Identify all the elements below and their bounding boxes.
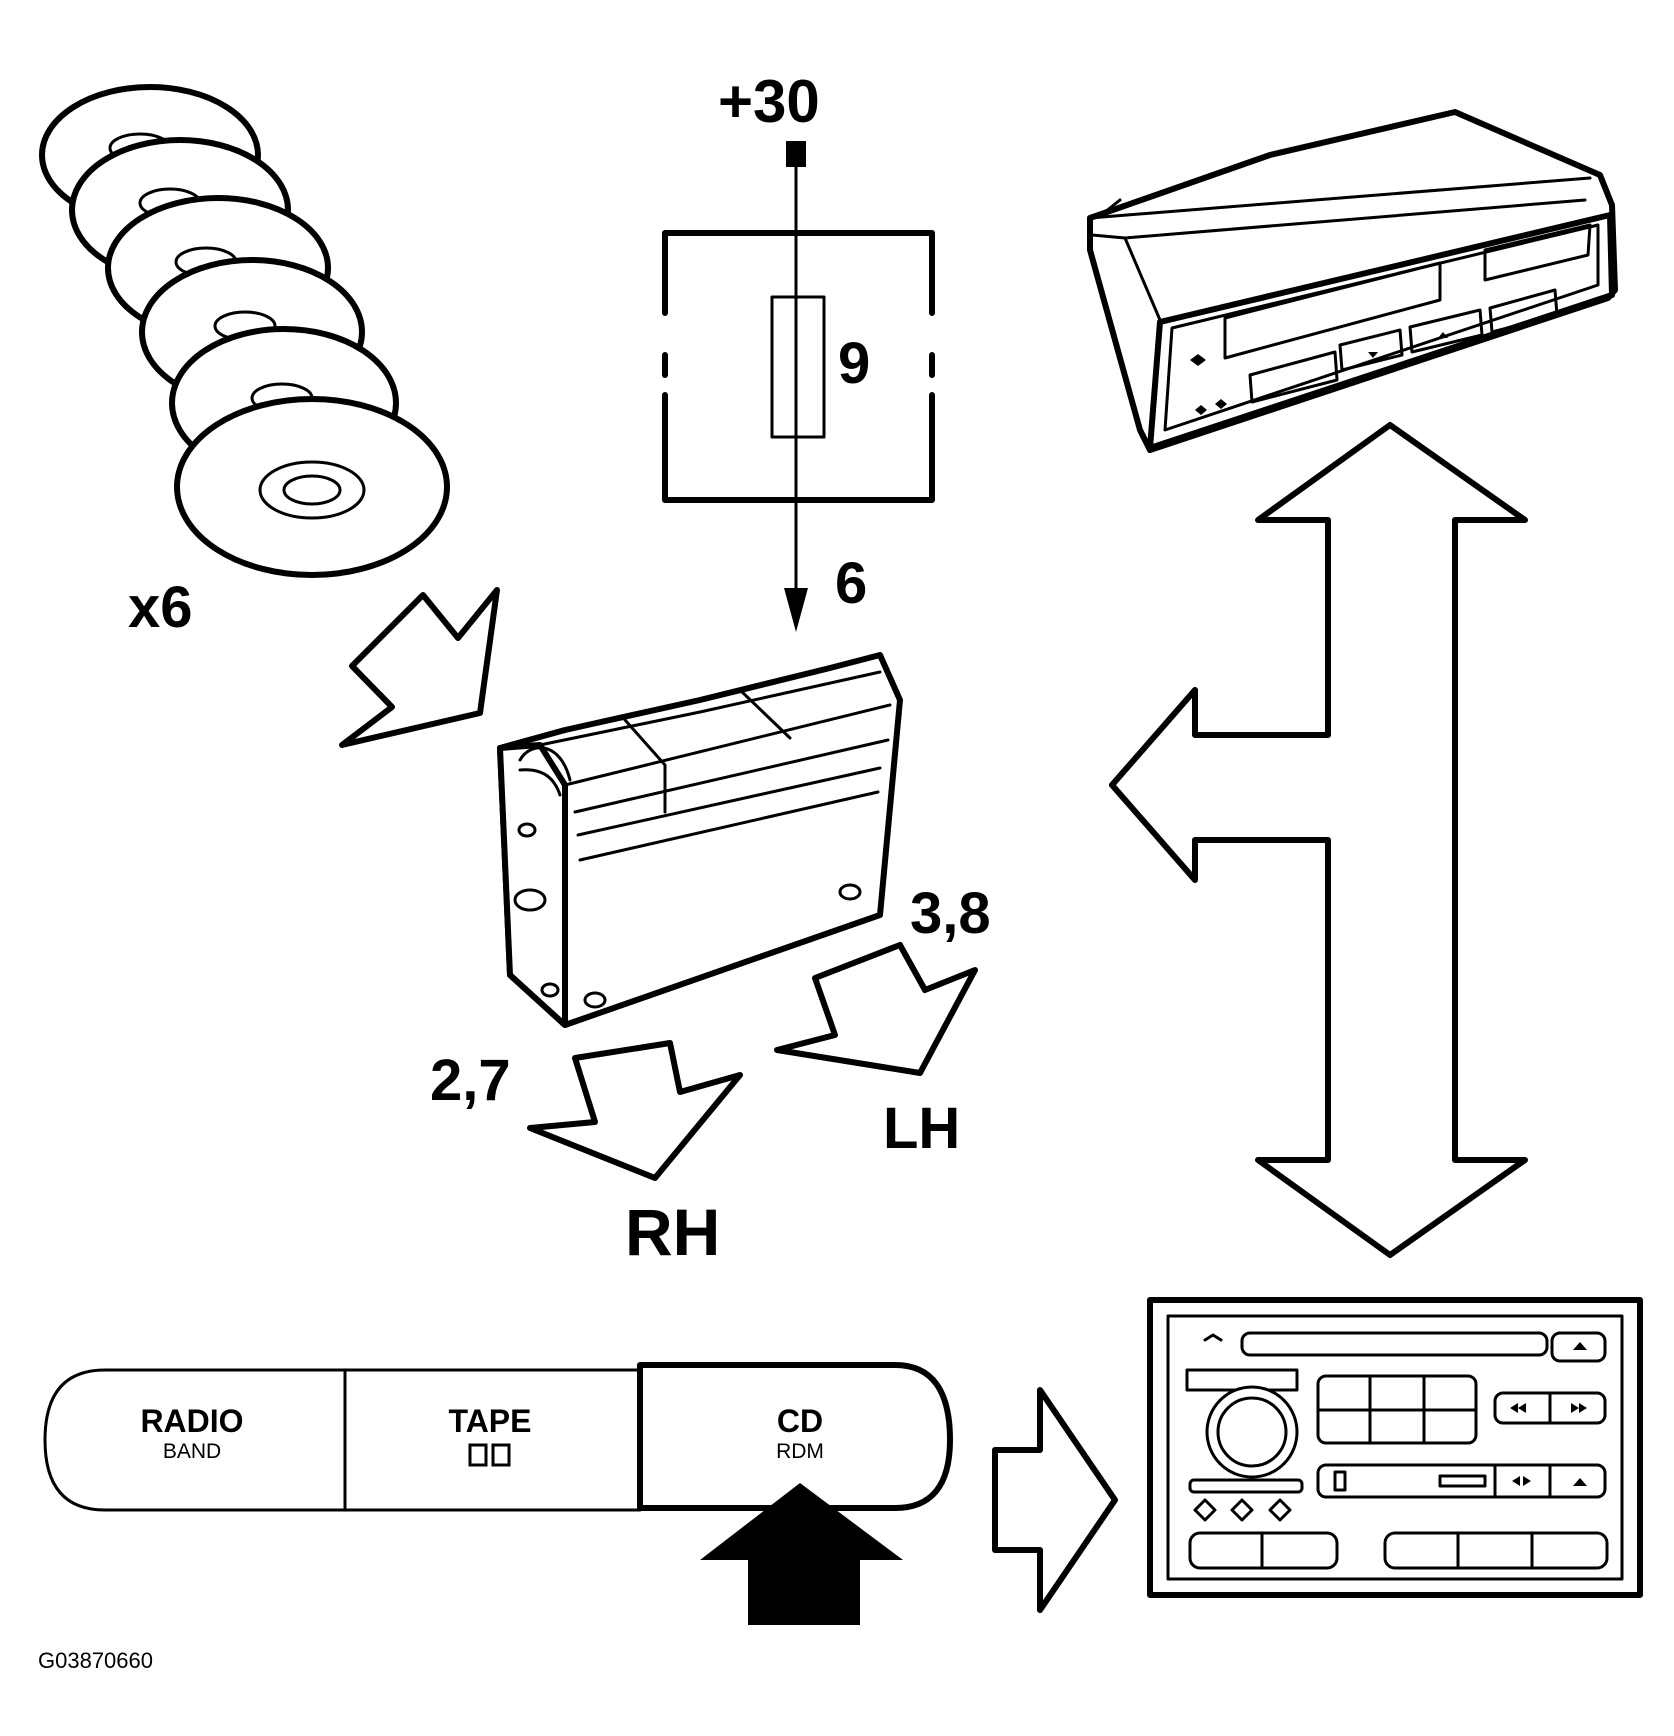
bidirectional-arrow [1109,422,1528,1258]
right-output-arrow [527,1040,743,1181]
left-output-arrow [774,942,978,1076]
right-side-label: RH [625,1195,720,1269]
cd-disc [174,396,450,578]
radio-button[interactable]: RADIO BAND [140,1403,243,1463]
right-pins-label: 2,7 [430,1048,511,1113]
radio-unit [1087,109,1618,453]
tape-button[interactable]: TAPE [449,1403,532,1467]
power-pin-label: 6 [835,551,867,616]
dolby-icon [468,1443,511,1467]
head-unit-panel [1147,1297,1643,1598]
power-wire-arrowhead [784,588,808,632]
cd-discs-stack [39,84,450,578]
fuse [770,295,826,439]
fuse-number-label: 9 [838,331,870,396]
supply-terminal [786,141,806,167]
press-arrow [700,1483,903,1625]
radio-button-label: RADIO [140,1403,243,1439]
figure-code: G03870660 [38,1648,153,1673]
cd-button-sublabel: RDM [776,1440,824,1463]
source-button-bar [43,1362,953,1512]
radio-button-sublabel: BAND [163,1440,221,1463]
disc-count-label: x6 [128,575,193,640]
tape-button-label: TAPE [449,1403,532,1439]
cd-button[interactable]: CD RDM [776,1403,824,1463]
left-side-label: LH [883,1096,960,1161]
insert-arrow [339,587,500,748]
cd-changer-unit [497,652,903,1028]
fuse-box [662,230,935,503]
supply-label: +30 [718,68,820,135]
cd-button-label: CD [777,1403,823,1439]
select-arrow [992,1387,1118,1613]
left-pins-label: 3,8 [910,881,991,946]
